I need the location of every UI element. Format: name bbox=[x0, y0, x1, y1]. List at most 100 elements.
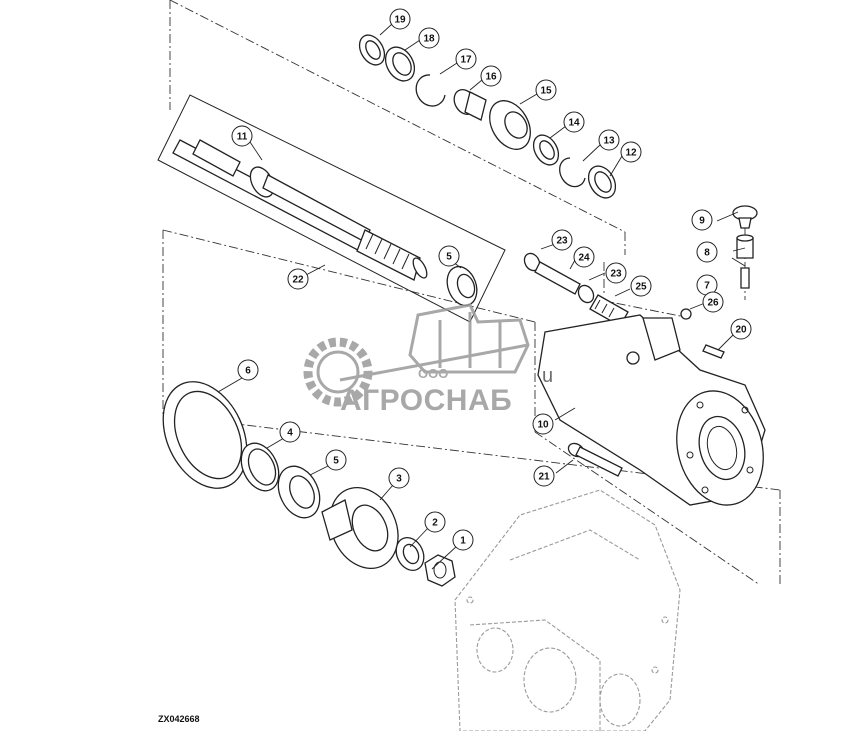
callout-number: 8 bbox=[704, 248, 710, 259]
callout-5: 5 bbox=[438, 245, 460, 267]
watermark-brand-text: АГРОСНАБ bbox=[340, 384, 512, 417]
output-shaft bbox=[172, 139, 428, 281]
callout-circle bbox=[533, 465, 555, 487]
callout-number: 1 bbox=[460, 536, 466, 547]
callout-circle bbox=[535, 79, 557, 101]
gearbox-casing-outline bbox=[454, 489, 681, 732]
callout-20: 20 bbox=[730, 318, 752, 340]
callout-12: 12 bbox=[620, 141, 642, 163]
callout-circle bbox=[620, 141, 642, 163]
callout-23: 23 bbox=[551, 229, 573, 251]
callout-18: 18 bbox=[418, 27, 440, 49]
callout-9: 9 bbox=[691, 209, 713, 231]
callout-number: 2 bbox=[432, 518, 438, 529]
callout-number: 5 bbox=[446, 252, 452, 263]
callout-number: 16 bbox=[485, 72, 497, 83]
callout-circle bbox=[388, 467, 410, 489]
callout-number: 25 bbox=[635, 282, 647, 293]
tractor-logo-icon bbox=[339, 303, 530, 382]
callout-number: 15 bbox=[540, 86, 552, 97]
callout-circle bbox=[551, 229, 573, 251]
callout-circle bbox=[424, 511, 446, 533]
callout-number: 26 bbox=[707, 298, 719, 309]
callout-circle bbox=[730, 318, 752, 340]
final-drive-housing bbox=[537, 314, 766, 506]
callout-number: 14 bbox=[568, 118, 580, 129]
callout-16: 16 bbox=[480, 65, 502, 87]
callout-5: 5 bbox=[325, 449, 347, 471]
shaft-frame bbox=[157, 94, 506, 323]
pin-parts bbox=[523, 252, 629, 327]
callout-23: 23 bbox=[605, 262, 627, 284]
gear-logo-icon bbox=[303, 337, 373, 407]
callout-15: 15 bbox=[535, 79, 557, 101]
callout-14: 14 bbox=[563, 111, 585, 133]
callout-19: 19 bbox=[389, 8, 411, 30]
callout-circle bbox=[532, 413, 554, 435]
agrosnab-watermark: ООО АГРОСНАБ u bbox=[303, 303, 553, 417]
callout-circle bbox=[418, 27, 440, 49]
callout-circle bbox=[287, 268, 309, 290]
callout-8: 8 bbox=[696, 241, 718, 263]
callout-circle bbox=[279, 421, 301, 443]
callout-22: 22 bbox=[287, 268, 309, 290]
callout-circle bbox=[702, 291, 724, 313]
callout-number: 9 bbox=[699, 216, 705, 227]
callout-number: 20 bbox=[735, 325, 747, 336]
callout-number: 6 bbox=[245, 366, 251, 377]
callout-24: 24 bbox=[573, 246, 595, 268]
callout-number: 22 bbox=[292, 275, 304, 286]
callout-6: 6 bbox=[237, 359, 259, 381]
callout-circle bbox=[691, 209, 713, 231]
callouts: 1234556789101112131415161718192021222323… bbox=[231, 8, 752, 551]
callout-number: 23 bbox=[556, 236, 568, 247]
callout-1: 1 bbox=[452, 529, 474, 551]
callout-circle bbox=[455, 48, 477, 70]
callout-26: 26 bbox=[702, 291, 724, 313]
callout-circle bbox=[563, 111, 585, 133]
callout-circle bbox=[237, 359, 259, 381]
callout-circle bbox=[480, 65, 502, 87]
figure-code: ZX042668 bbox=[158, 714, 200, 724]
callout-number: 23 bbox=[610, 269, 622, 280]
callout-number: 7 bbox=[704, 281, 710, 292]
callout-number: 24 bbox=[578, 253, 590, 264]
callout-number: 12 bbox=[625, 148, 637, 159]
leader-lines bbox=[217, 23, 746, 570]
callout-circle bbox=[605, 262, 627, 284]
callout-2: 2 bbox=[424, 511, 446, 533]
callout-13: 13 bbox=[598, 129, 620, 151]
callout-number: 17 bbox=[460, 55, 472, 66]
top-row-parts bbox=[358, 34, 617, 199]
callout-circle bbox=[598, 129, 620, 151]
callout-number: 18 bbox=[423, 34, 435, 45]
callout-10: 10 bbox=[532, 413, 554, 435]
callout-17: 17 bbox=[455, 48, 477, 70]
watermark-suffix-text: u bbox=[542, 365, 553, 387]
callout-number: 21 bbox=[538, 472, 550, 483]
callout-21: 21 bbox=[533, 465, 555, 487]
callout-circle bbox=[389, 8, 411, 30]
callout-4: 4 bbox=[279, 421, 301, 443]
callout-25: 25 bbox=[630, 275, 652, 297]
callout-number: 4 bbox=[287, 428, 293, 439]
callout-circle bbox=[325, 449, 347, 471]
callout-circle bbox=[630, 275, 652, 297]
callout-number: 3 bbox=[396, 474, 402, 485]
upper-bearing bbox=[446, 265, 478, 307]
lower-parts bbox=[162, 381, 456, 587]
callout-3: 3 bbox=[388, 467, 410, 489]
callout-circle bbox=[696, 241, 718, 263]
callout-number: 5 bbox=[333, 456, 339, 467]
callout-circle bbox=[231, 125, 253, 147]
callout-circle bbox=[573, 246, 595, 268]
callout-number: 19 bbox=[394, 15, 406, 26]
callout-circle bbox=[452, 529, 474, 551]
callout-number: 11 bbox=[237, 132, 248, 143]
callout-11: 11 bbox=[231, 125, 253, 147]
callout-circle bbox=[438, 245, 460, 267]
housing-bolt bbox=[567, 442, 623, 477]
breather-parts bbox=[680, 205, 758, 359]
